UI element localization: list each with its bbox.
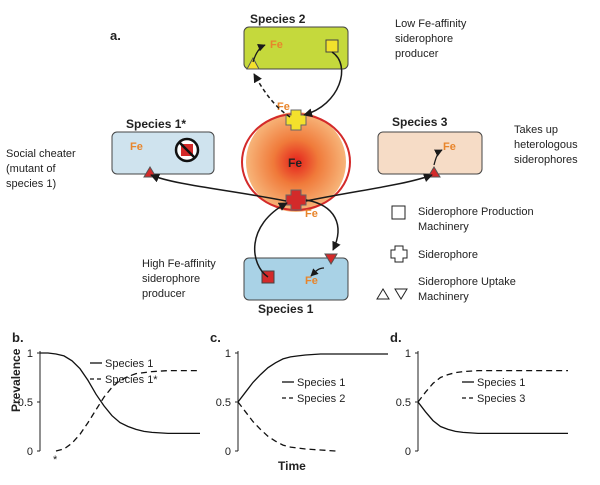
species-1-fe: Fe — [305, 275, 318, 287]
legend-production-label-2: Machinery — [418, 221, 469, 233]
chart-c-y-tick-label: 0.5 — [216, 397, 231, 409]
species-3-uptake-arrow — [305, 173, 433, 202]
species-1star-note-3: species 1) — [6, 178, 56, 190]
chart-c-panel-label: c. — [210, 330, 221, 345]
legend-production-label-1: Siderophore Production — [418, 206, 534, 218]
legend-uptake-label-2: Machinery — [418, 291, 469, 303]
species-3-box — [377, 131, 483, 175]
species-1-secretion-arrow — [253, 202, 288, 278]
chart-b-y-tick-label: 0.5 — [18, 397, 33, 409]
chart-b-series-2-line — [55, 369, 200, 452]
chart-b-panel-label: b. — [12, 330, 24, 345]
species-1star-fe: Fe — [130, 141, 143, 153]
chart-d-y-tick-label: 1 — [405, 348, 411, 360]
chart-b-y-tick-label: 1 — [27, 348, 33, 360]
legend-production-icon — [391, 205, 406, 220]
species-1star-title: Species 1* — [126, 117, 186, 131]
cheater-uptake-arrow — [150, 173, 287, 202]
chart-b-introduction-marker: * — [53, 454, 58, 466]
species-2-note-3: producer — [395, 48, 439, 60]
chart-c-legend-label-1: Species 1 — [297, 377, 345, 389]
species-1-uptake-triangle — [324, 253, 338, 265]
x-axis-label: Time — [278, 459, 306, 473]
species-1-note-2: siderophore — [142, 273, 200, 285]
species-1-note-3: producer — [142, 288, 186, 300]
species-2-title: Species 2 — [250, 12, 306, 26]
chart-d-series-1-line — [417, 401, 568, 435]
species-2-note-1: Low Fe-affinity — [395, 18, 467, 30]
legend-uptake-triangle-up — [376, 288, 390, 300]
species-3-note-3: siderophores — [514, 154, 578, 166]
species-1-note-1: High Fe-affinity — [142, 258, 216, 270]
y-axis-label: Prevalence — [9, 348, 23, 412]
legend-uptake-label-1: Siderophore Uptake — [418, 276, 516, 288]
siderophore-yellow — [285, 109, 307, 131]
chart-b-legend-label-2: Species 1* — [105, 374, 158, 386]
chart-d-y-tick-label: 0 — [405, 446, 411, 458]
species-1-box — [243, 257, 349, 301]
species-1-uptake-arrow — [305, 199, 341, 251]
species-2-fe: Fe — [270, 39, 283, 51]
species-3-fe: Fe — [443, 141, 456, 153]
species-3-title: Species 3 — [392, 115, 448, 129]
legend-uptake-triangle-down — [394, 288, 408, 300]
chart-d-panel-label: d. — [390, 330, 402, 345]
chart-c-series-1-line — [237, 353, 388, 403]
species-2-internal-arrow — [252, 43, 266, 63]
iron-core — [246, 112, 346, 212]
chart-c-y-tick-label: 1 — [225, 348, 231, 360]
siderophore-red — [285, 189, 307, 211]
species-2-uptake-dashed-arrow — [253, 73, 291, 118]
siderophore-yellow-fe: Fe — [277, 101, 290, 113]
species-3-note-1: Takes up — [514, 124, 558, 136]
species-1star-note-2: (mutant of — [6, 163, 56, 175]
chart-c-y-tick-label: 0 — [225, 446, 231, 458]
chart-d-y-tick-label: 0.5 — [396, 397, 411, 409]
legend-siderophore-label: Siderophore — [418, 249, 478, 261]
species-2-secretion-arrow — [303, 51, 343, 118]
panel-a-label: a. — [110, 28, 121, 43]
chart-d-legend-label-1: Species 1 — [477, 377, 525, 389]
core-fe-label: Fe — [288, 156, 302, 170]
chart-d-legend-label-2: Species 3 — [477, 393, 525, 405]
chart-c-series-2-line — [237, 401, 336, 452]
chart-b-y-tick-label: 0 — [27, 446, 33, 458]
species-1star-note-1: Social cheater — [6, 148, 76, 160]
no-production-icon — [174, 137, 200, 163]
species-2-note-2: siderophore — [395, 33, 453, 45]
chart-b-legend-label-1: Species 1 — [105, 358, 153, 370]
species-3-note-2: heterologous — [514, 139, 578, 151]
species-1-title: Species 1 — [258, 302, 314, 316]
species-1-internal-arrow — [310, 267, 325, 277]
species-3-internal-arrow — [433, 149, 443, 166]
legend-siderophore-icon — [390, 245, 408, 263]
siderophore-red-fe: Fe — [305, 208, 318, 220]
species-2-production-machinery — [325, 39, 339, 53]
chart-b-series-1-line — [40, 352, 200, 435]
species-2-box — [243, 26, 349, 70]
chart-c-legend-label-2: Species 2 — [297, 393, 345, 405]
species-2-uptake-triangle — [246, 56, 260, 70]
